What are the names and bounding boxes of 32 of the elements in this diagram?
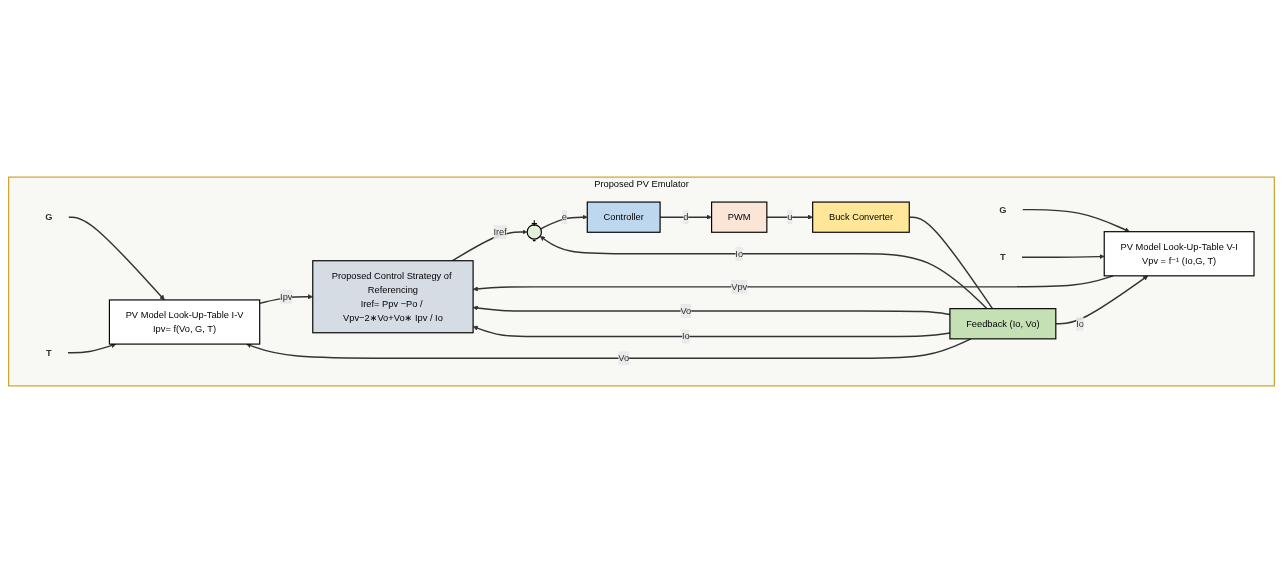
node-text: G bbox=[45, 211, 53, 222]
edge-label: Io bbox=[735, 248, 744, 259]
arrow bbox=[766, 214, 813, 220]
node-box: Proposed Control Strategy of Referencing Iref= Ppv −Po / Vpv−2∗Vo+Vo∗ Ipv / Io bbox=[312, 260, 474, 334]
edge-label: u bbox=[787, 211, 793, 222]
arrow bbox=[539, 214, 588, 230]
edge-label: Vo bbox=[618, 353, 630, 363]
node-box: Controller bbox=[586, 201, 661, 233]
arrow bbox=[451, 229, 528, 262]
node-text: T bbox=[1000, 252, 1006, 262]
arrow bbox=[1021, 254, 1105, 260]
arrow bbox=[246, 338, 972, 360]
arrow bbox=[68, 216, 165, 301]
node-box: PV Model Look-Up-Table V-I Vpv = f⁻¹ (Io,G, T) bbox=[1103, 231, 1255, 277]
arrow bbox=[67, 343, 117, 354]
node-box: PWM bbox=[711, 201, 768, 233]
node-text: G bbox=[999, 204, 1007, 215]
edge-label: Io bbox=[1076, 318, 1084, 329]
node-box: Feedback (Io, Vo) bbox=[949, 308, 1057, 340]
node-box: Buck Converter bbox=[812, 201, 910, 233]
edge-label: e bbox=[561, 211, 567, 222]
edge-label: d bbox=[683, 211, 689, 222]
edge-label: Ipv bbox=[280, 291, 293, 302]
edge-label: Vpv bbox=[731, 281, 748, 292]
arrow bbox=[1022, 208, 1130, 233]
node-box: PV Model Look-Up-Table I-V Ipv= f(Vo, G, T) bbox=[108, 299, 261, 345]
node-text: T bbox=[46, 347, 52, 358]
edge-label: Io bbox=[681, 331, 690, 342]
edge-label: Iref bbox=[493, 226, 507, 237]
arrow bbox=[1055, 275, 1149, 325]
edge-label: Vo bbox=[680, 305, 692, 316]
arrow bbox=[539, 235, 988, 310]
